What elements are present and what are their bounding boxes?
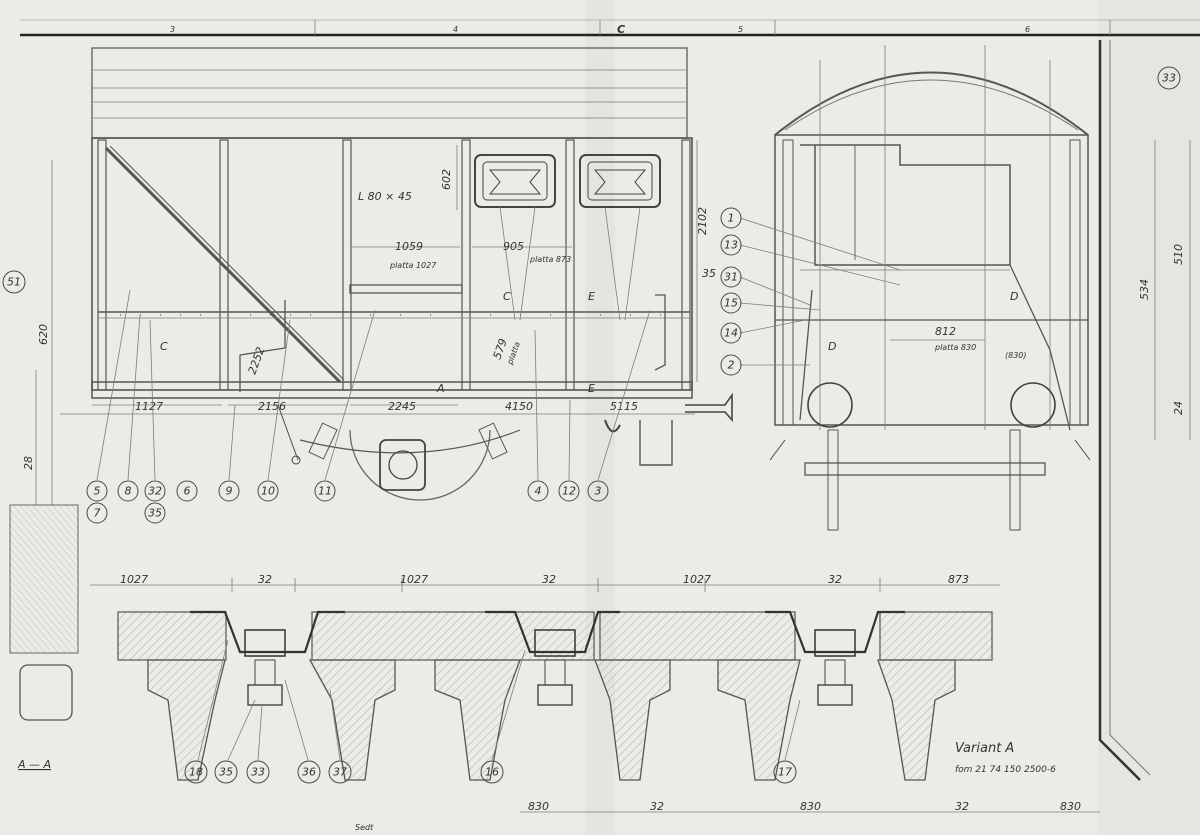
right-dim-510: 510 xyxy=(1172,244,1185,265)
side-view: L 80 × 45 602 2102 1059 platta 1027 905 … xyxy=(2,47,733,721)
marker-d-2: D xyxy=(828,340,836,353)
section-top-dim-7: 873 xyxy=(948,573,969,586)
section-marker-a: A xyxy=(436,382,445,395)
bottom-dim-5: 5115 xyxy=(610,400,638,413)
callout-37: 37 xyxy=(333,766,347,779)
callout-12: 12 xyxy=(562,485,576,498)
bottom-dim-2: 2156 xyxy=(258,400,286,413)
end-left-callout: 35 xyxy=(702,267,716,280)
section-marker-c-1: C xyxy=(160,340,168,353)
variant-label: Variant A xyxy=(955,741,1014,756)
height-dim: 2102 xyxy=(696,207,709,235)
bottom-dim-1: 1127 xyxy=(135,400,163,413)
section-label: A — A xyxy=(17,758,51,771)
end-dim-main: 812 xyxy=(935,325,956,338)
vent-right xyxy=(579,154,661,321)
panel-width-2: 905 xyxy=(503,240,524,253)
callout-35: 35 xyxy=(148,507,162,520)
section-top-dim-5: 1027 xyxy=(683,573,711,586)
section-top-dim-4: 32 xyxy=(542,573,556,586)
panel-width-1-note: platta 1027 xyxy=(389,261,437,270)
callout-11: 11 xyxy=(318,485,332,498)
callout-14: 14 xyxy=(724,327,738,340)
callout-35-section: 35 xyxy=(219,766,233,779)
bottom-dim-3: 2245 xyxy=(388,400,416,413)
callout-10: 10 xyxy=(261,485,275,498)
callout-18: 18 xyxy=(189,766,203,779)
profile-label: L 80 × 45 xyxy=(358,190,412,203)
bottom-note: Sedt xyxy=(355,823,374,832)
callout-51: 51 xyxy=(7,276,21,289)
panel-width-1: 1059 xyxy=(395,240,423,253)
callout-32: 32 xyxy=(148,485,162,498)
callout-group-side: 5 7 8 32 35 6 9 10 11 4 12 3 51 xyxy=(2,270,609,524)
panel-width-2-note: platta 873 xyxy=(529,255,571,264)
callout-31: 31 xyxy=(724,271,738,284)
section-bottom-dim-2: 32 xyxy=(650,800,664,813)
panel-top-dim: 602 xyxy=(440,169,453,190)
vent-left xyxy=(474,154,556,321)
zone-marker-c: C xyxy=(617,23,625,36)
callout-7: 7 xyxy=(94,507,101,520)
section-marker-e-1: E xyxy=(588,290,595,303)
section-top-dim-6: 32 xyxy=(828,573,842,586)
bottom-dim-4: 4150 xyxy=(505,400,533,413)
variant-note: fom 21 74 150 2500-6 xyxy=(955,765,1056,775)
callout-15: 15 xyxy=(724,297,738,310)
callout-8: 8 xyxy=(125,485,132,498)
section-bottom-dim-4: 32 xyxy=(955,800,969,813)
callout-36: 36 xyxy=(302,766,316,779)
zone-marker-6: 6 xyxy=(1025,25,1030,34)
callout-4: 4 xyxy=(535,485,542,498)
section-bottom-dim-1: 830 xyxy=(528,800,549,813)
zone-marker-4: 4 xyxy=(453,25,458,34)
marker-d-1: D xyxy=(1010,290,1018,303)
callout-13: 13 xyxy=(724,239,738,252)
zone-marker-5: 5 xyxy=(738,25,743,34)
end-dim-main-note: platta 830 xyxy=(934,343,976,352)
callout-33-right: 33 xyxy=(1162,72,1176,85)
section-top-dim-3: 1027 xyxy=(400,573,428,586)
callout-6: 6 xyxy=(184,485,191,498)
callout-3: 3 xyxy=(595,485,602,498)
section-view: 1027 32 1027 32 1027 32 873 xyxy=(17,573,1100,832)
right-strip: 33 534 510 24 xyxy=(1098,40,1191,781)
end-dim-paren: (830) xyxy=(1005,351,1027,360)
right-dim-24: 24 xyxy=(1172,401,1185,415)
section-top-dim-2: 32 xyxy=(258,573,272,586)
section-bottom-dim-3: 830 xyxy=(800,800,821,813)
callout-1: 1 xyxy=(728,212,735,225)
callout-16: 16 xyxy=(485,766,499,779)
section-marker-c-2: C xyxy=(503,290,511,303)
frame-top: 3 4 C 5 6 xyxy=(20,19,1200,37)
left-dim: 620 xyxy=(37,324,50,345)
right-dim-534: 534 xyxy=(1138,279,1151,300)
callout-2: 2 xyxy=(728,359,735,372)
callout-5: 5 xyxy=(94,485,101,498)
section-top-dim-1: 1027 xyxy=(120,573,148,586)
callout-33: 33 xyxy=(251,766,265,779)
callout-9: 9 xyxy=(226,485,233,498)
section-bottom-dim-5: 830 xyxy=(1060,800,1081,813)
zone-marker-3: 3 xyxy=(170,25,175,34)
section-marker-e-2: E xyxy=(588,382,595,395)
callout-17: 17 xyxy=(778,766,792,779)
end-view: 1 13 31 15 14 2 35 D D 812 platta 830 (8… xyxy=(702,45,1091,531)
left-bottom-dim: 28 xyxy=(22,456,35,470)
